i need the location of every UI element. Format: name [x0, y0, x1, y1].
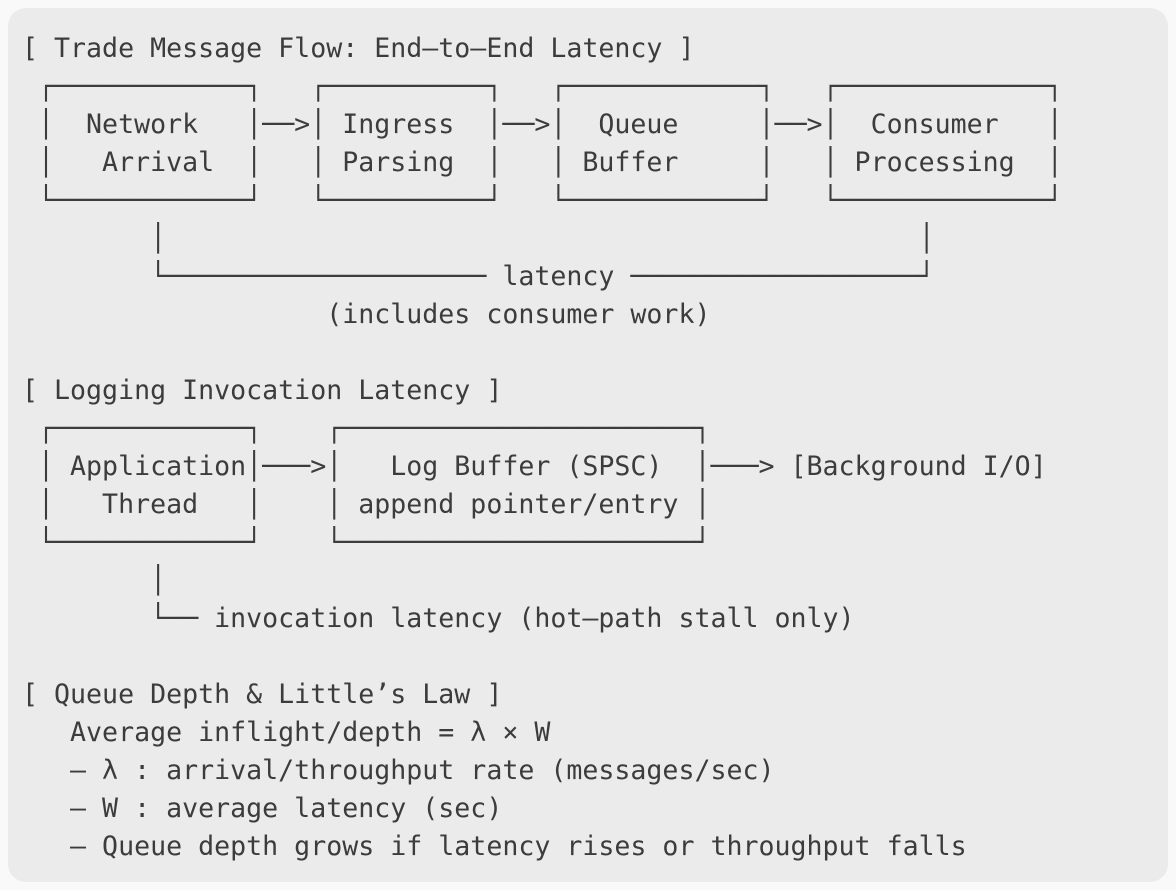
diagram-panel: [ Trade Message Flow: End–to–End Latency…: [8, 8, 1168, 882]
logging-latency-title: [ Logging Invocation Latency ]: [22, 375, 503, 406]
trade-flow-diagram: ┌────────────┐ ┌──────────┐ ┌───────────…: [38, 71, 1063, 330]
littles-law-section: [ Queue Depth & Little’s Law ] Average i…: [22, 676, 1168, 866]
logging-latency-diagram: ┌────────────┐ ┌──────────────────────┐ …: [38, 413, 1047, 634]
logging-latency-section: [ Logging Invocation Latency ] ┌────────…: [22, 372, 1168, 638]
trade-flow-section: [ Trade Message Flow: End–to–End Latency…: [22, 30, 1168, 334]
littles-law-notes: Average inflight/depth = λ × W – λ : arr…: [70, 717, 967, 862]
trade-flow-title: [ Trade Message Flow: End–to–End Latency…: [22, 33, 695, 64]
littles-law-title: [ Queue Depth & Little’s Law ]: [22, 679, 503, 710]
